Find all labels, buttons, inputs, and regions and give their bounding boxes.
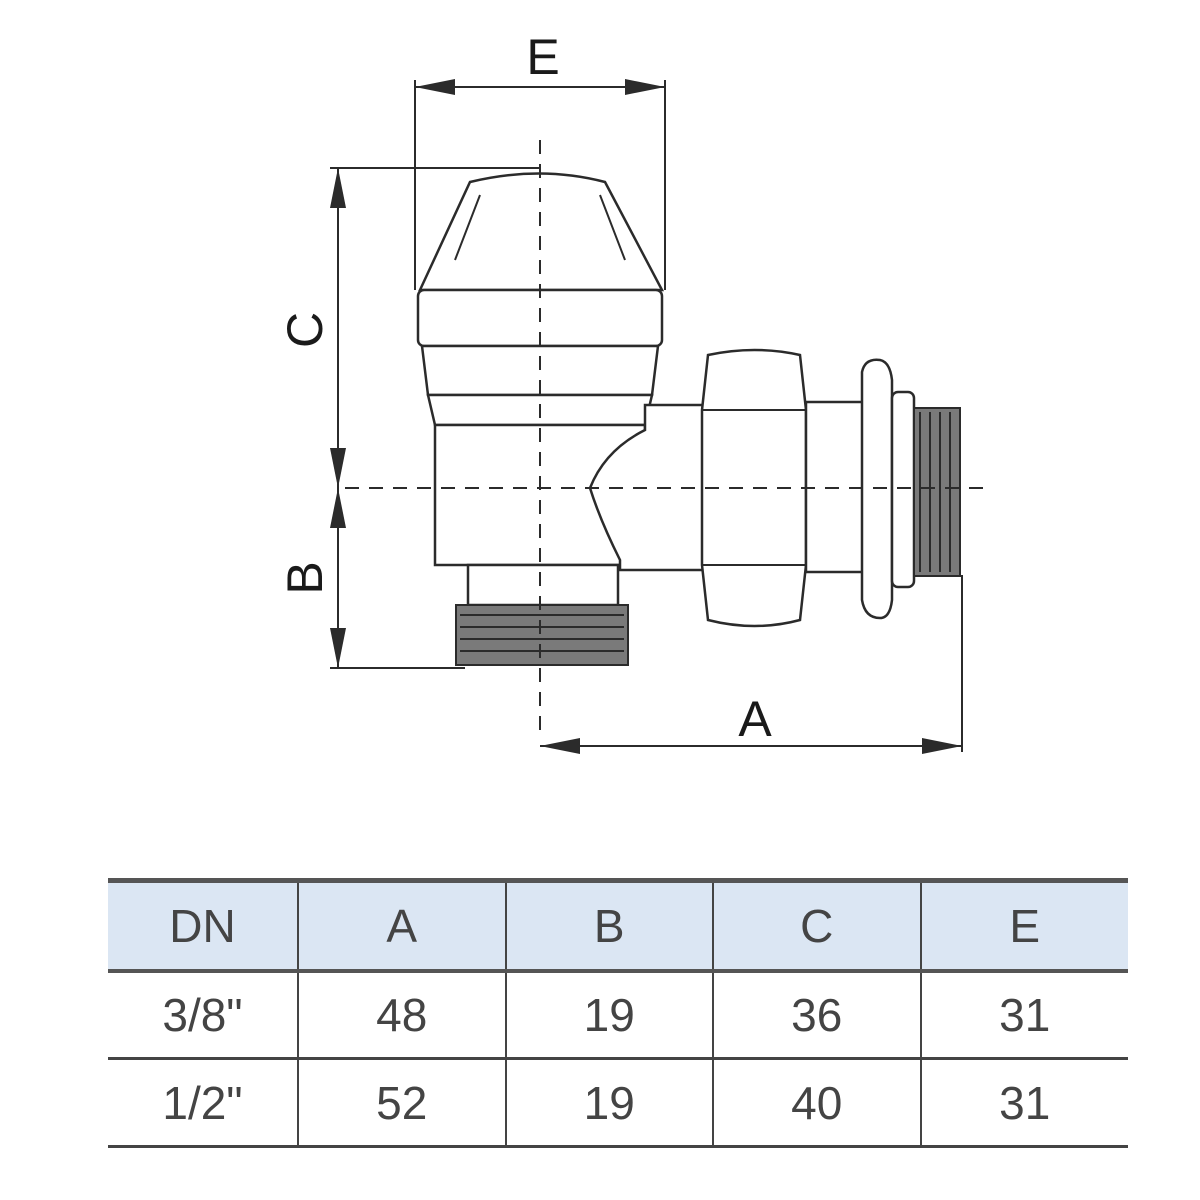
cell-a: 52 — [297, 1058, 506, 1148]
valve-body — [416, 172, 961, 666]
header-e: E — [919, 878, 1128, 973]
cell-b: 19 — [504, 1058, 713, 1148]
cell-e: 31 — [919, 1058, 1128, 1148]
dimension-e: E — [414, 29, 666, 290]
valve-technical-drawing: E C B A — [277, 29, 990, 754]
header-c: C — [712, 878, 921, 973]
dimension-b: B — [277, 488, 465, 669]
dimension-a: A — [540, 575, 963, 754]
header-a: A — [297, 878, 506, 973]
cell-dn: 1/2" — [108, 1058, 298, 1148]
table-row: 3/8" 48 19 36 31 — [108, 970, 1128, 1060]
dimension-table: DN A B C E 3/8" 48 19 36 31 1/2" 52 19 4… — [108, 878, 1128, 1148]
dimension-c: C — [277, 167, 540, 488]
cell-a: 48 — [297, 970, 506, 1060]
cell-c: 36 — [712, 970, 921, 1060]
table-row: 1/2" 52 19 40 31 — [108, 1058, 1128, 1148]
cell-e: 31 — [919, 970, 1128, 1060]
cell-c: 40 — [712, 1058, 921, 1148]
dimension-label-c: C — [277, 312, 333, 348]
header-b: B — [504, 878, 713, 973]
header-dn: DN — [108, 878, 298, 973]
table-header-row: DN A B C E — [108, 878, 1128, 973]
dimension-label-e: E — [526, 29, 559, 85]
cell-dn: 3/8" — [108, 970, 298, 1060]
dimension-label-b: B — [277, 561, 333, 594]
dimension-label-a: A — [738, 691, 772, 747]
cell-b: 19 — [504, 970, 713, 1060]
right-thread — [913, 407, 961, 577]
